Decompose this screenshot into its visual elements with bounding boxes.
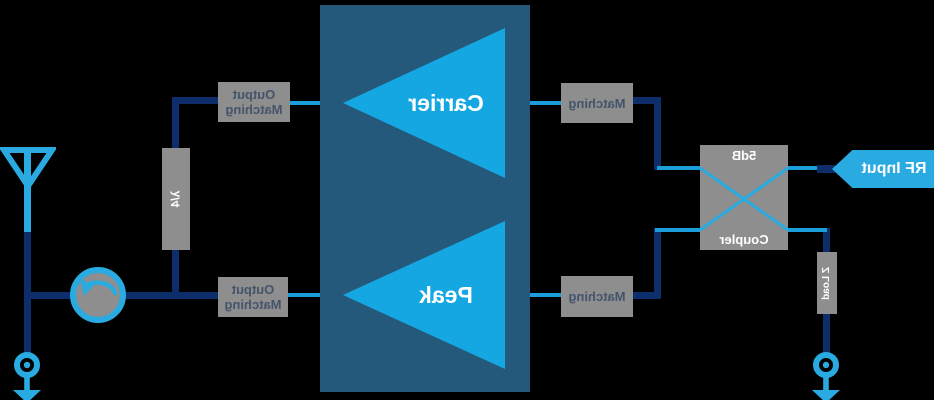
output-matching-block-upper: Output Matching [218,82,290,122]
matching-block-lower: Matching [561,276,633,317]
matching-upper-label: Matching [568,95,626,111]
quarter-wave-label: λ/4 [169,190,183,208]
output-matching-lower-line1: Output [231,282,275,297]
wire-matching-to-peak [530,293,561,297]
coupler-name-label: Coupler [719,232,769,247]
wire-matching-upper-elbow [631,97,661,104]
rf-input-arrow: RF Input [832,150,934,188]
zload-label: Z Load [821,266,833,300]
wire-peak-to-output-matching [288,293,320,297]
quarter-wave-block: λ/4 [162,148,190,250]
zload-block: Z Load [817,252,837,314]
peak-label: Peak [419,281,473,308]
carrier-label: Carrier [408,89,484,116]
wire-matching-lower-elbow [631,292,661,299]
antenna-icon [0,147,56,192]
ground-icon [812,352,840,400]
output-matching-lower-line2: Matching [224,297,282,312]
wire-coupler-top-vertical [654,97,661,170]
wire-carrier-to-output-matching [290,101,320,105]
output-matching-upper-line2: Matching [225,102,283,117]
ground-icon [13,352,41,400]
matching-lower-label: Matching [568,289,626,304]
rf-input-label: RF Input [861,160,927,177]
wire-zload-ground [823,314,830,354]
output-matching-upper-line1: Output [232,87,276,102]
coupler-db-label: 5dB [731,148,757,163]
output-matching-block-lower: Output Matching [218,277,288,317]
wire-coupler-bottom-vertical [654,228,661,299]
circulator-icon [70,267,126,323]
wire-quarterwave-top [172,97,179,148]
coupler-crossover-icon [700,166,788,232]
wire-matching-to-carrier [530,101,561,105]
matching-block-upper: Matching [561,83,633,123]
wire-antenna-ground [24,232,31,354]
